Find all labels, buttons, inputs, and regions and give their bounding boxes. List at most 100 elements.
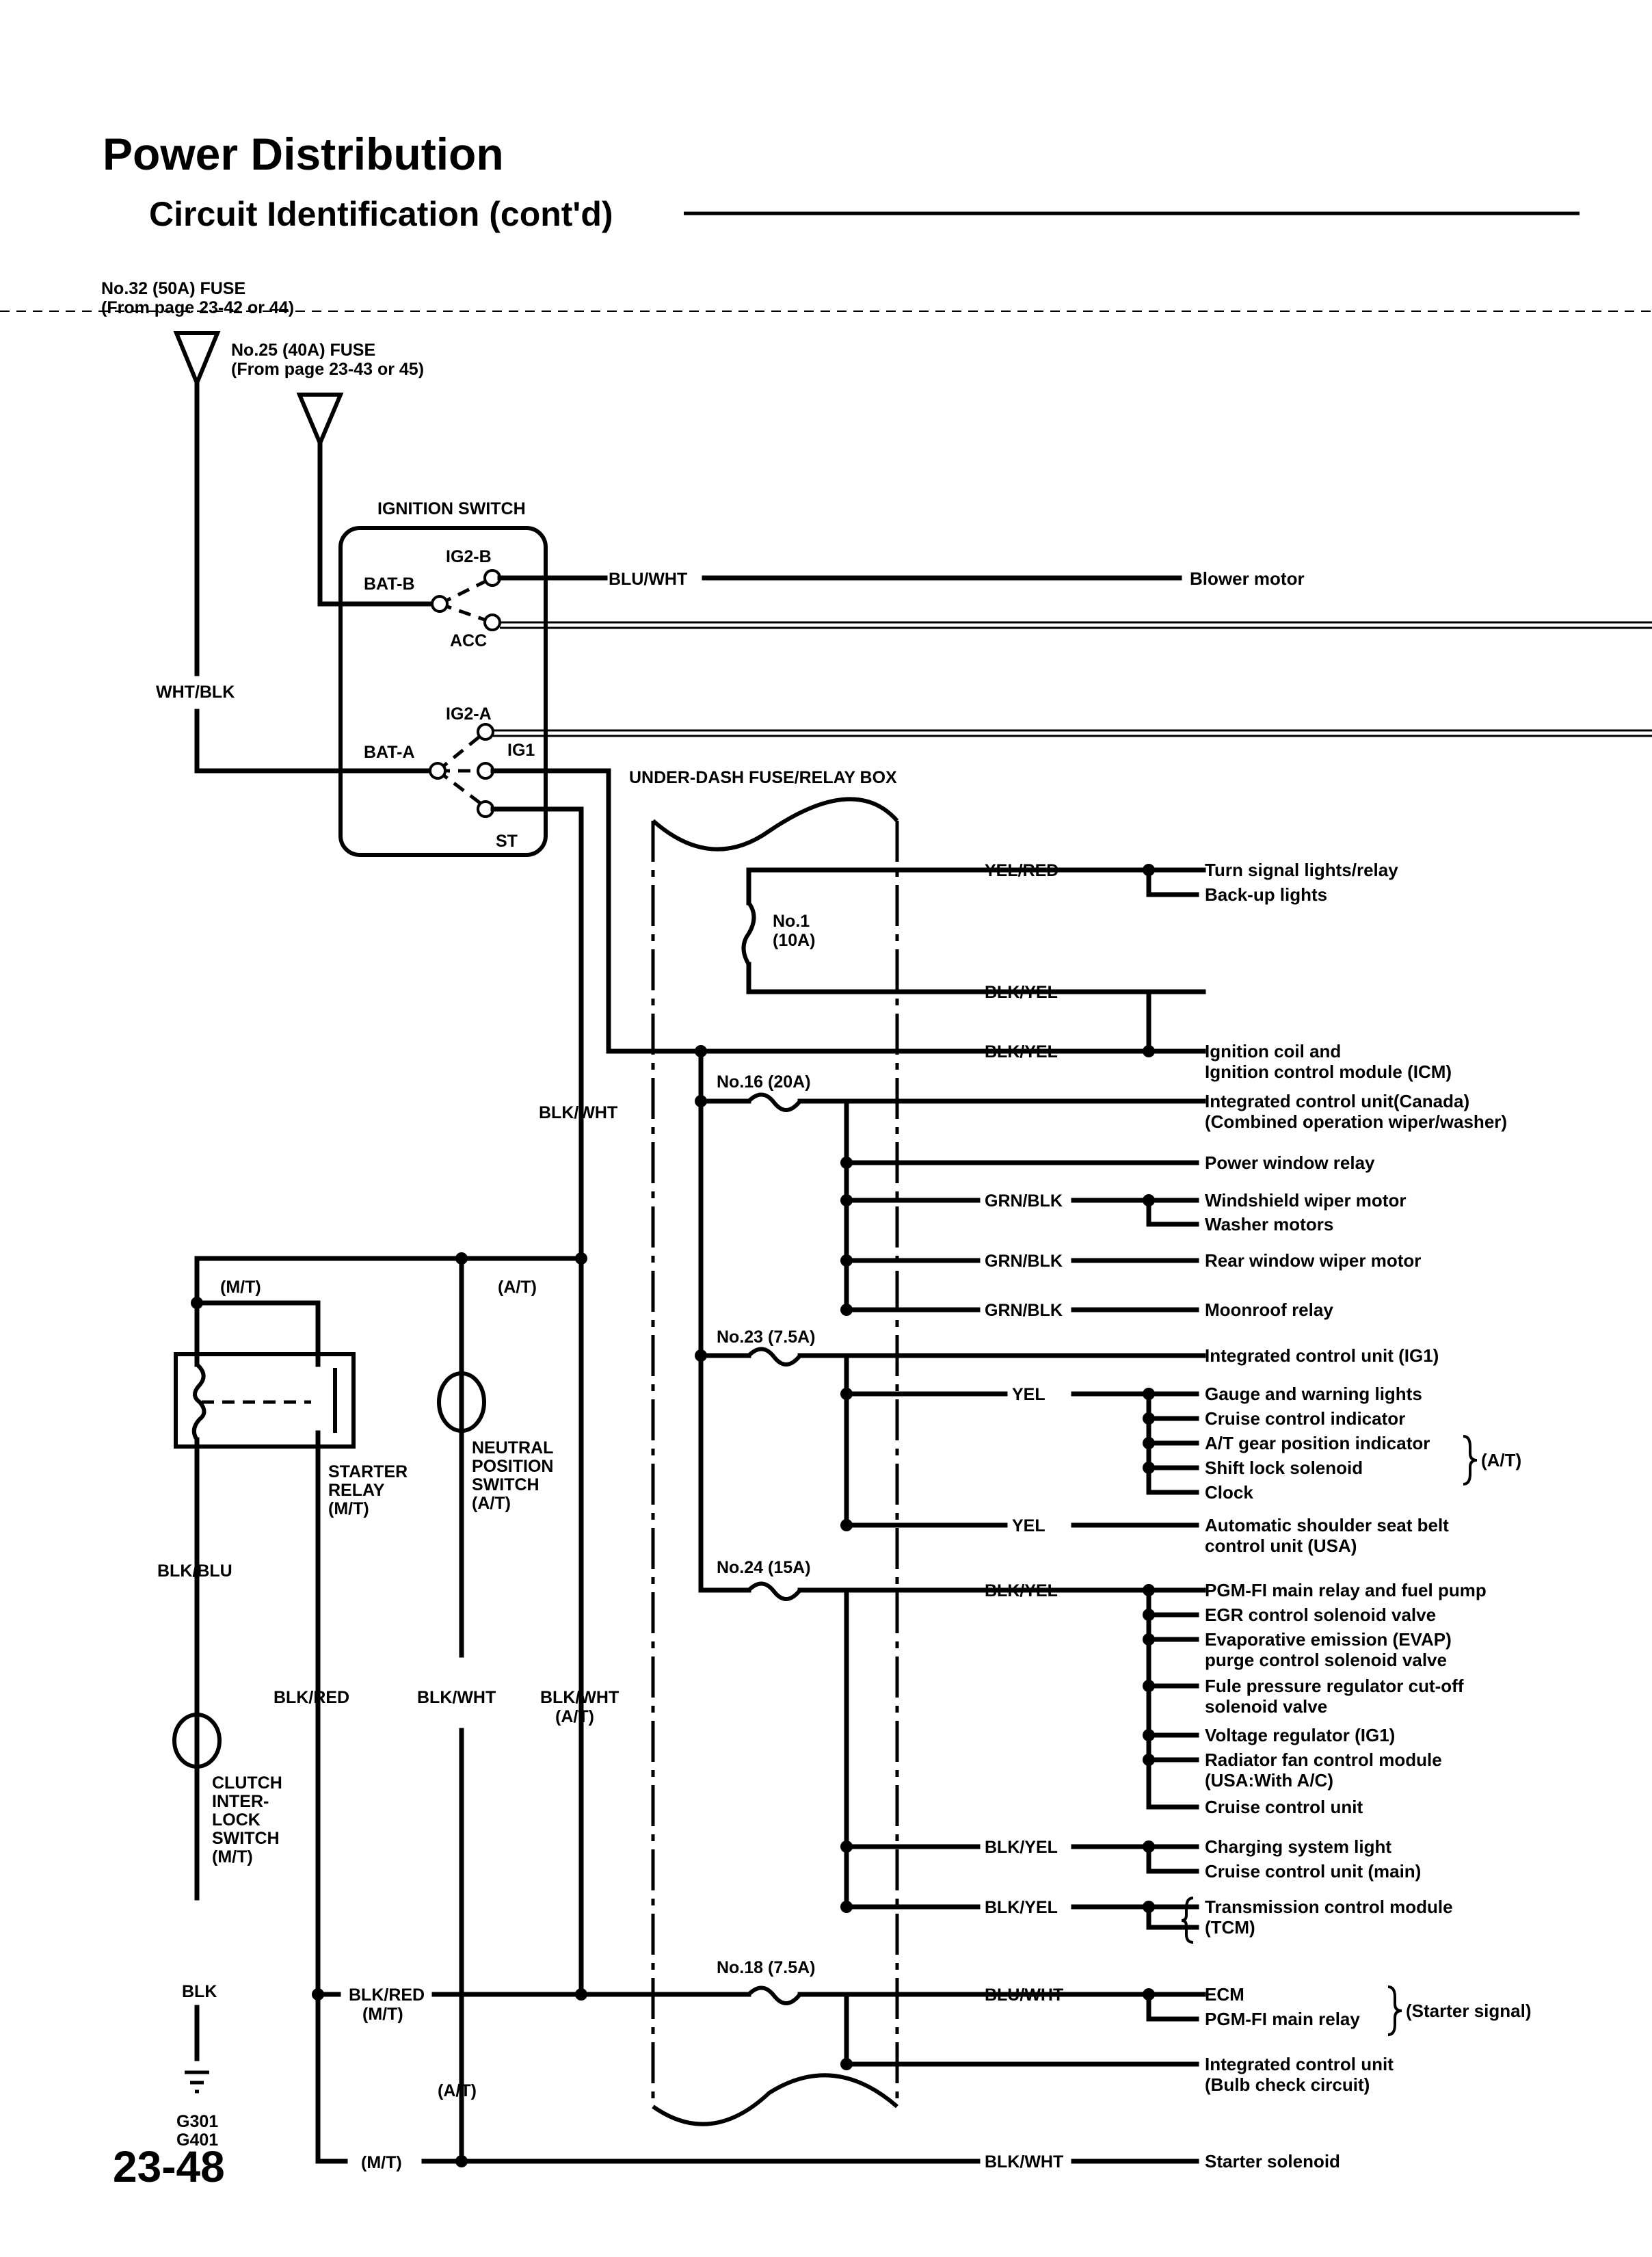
junction-dot xyxy=(840,1840,853,1853)
wire-label: BLK/YEL xyxy=(985,983,1058,1002)
junction-dot xyxy=(840,1304,853,1316)
wire-label: GRN/BLK xyxy=(985,1191,1063,1211)
clutch-switch-label-2: INTER- xyxy=(212,1792,269,1811)
destination-label: Shift lock solenoid xyxy=(1205,1457,1363,1478)
destination-label: Automatic shoulder seat belt xyxy=(1205,1515,1449,1535)
destination-label: Cruise control unit xyxy=(1205,1797,1363,1817)
fuse25-source-icon xyxy=(296,393,344,449)
junction-dot xyxy=(1143,1729,1155,1741)
clutch-switch-label-4: SWITCH xyxy=(212,1829,280,1848)
destination-label: Clock xyxy=(1205,1482,1253,1503)
destination-label: Washer motors xyxy=(1205,1214,1333,1235)
fuse-no16-label: No.16 (20A) xyxy=(717,1072,811,1092)
ground-label-g301: G301 xyxy=(176,2112,218,2131)
terminal-node-acc xyxy=(483,613,501,631)
fuse-no24-label: No.24 (15A) xyxy=(717,1558,811,1577)
junction-dot xyxy=(695,1045,707,1057)
wire-label-blk-wht-at-sub: (A/T) xyxy=(555,1707,594,1726)
wire-ig2-a xyxy=(493,729,1652,737)
destination-label: purge control solenoid valve xyxy=(1205,1650,1447,1670)
wire-label-blk-wht-at: BLK/WHT xyxy=(540,1688,619,1707)
destination-label: (TCM) xyxy=(1205,1917,1255,1938)
junction-dot xyxy=(695,1349,707,1362)
destination-label: control unit (USA) xyxy=(1205,1535,1357,1556)
neutral-switch-label-1: NEUTRAL xyxy=(472,1438,553,1457)
destination-label: Windshield wiper motor xyxy=(1205,1190,1406,1211)
junction-dot xyxy=(1143,1462,1155,1474)
wire-label: BLK/YEL xyxy=(985,1898,1058,1917)
junction-dot xyxy=(1143,1194,1155,1206)
wire-label-wht-blk: WHT/BLK xyxy=(156,683,235,702)
switch-blade-ig2a xyxy=(436,730,487,772)
destination-label: Radiator fan control module xyxy=(1205,1750,1442,1770)
fuse-box-bottom-break xyxy=(652,2073,898,2126)
wire-label-blk-red-mt-sub: (M/T) xyxy=(362,2005,403,2024)
fuse-no1-rating: (10A) xyxy=(773,931,816,950)
wire-label-blk-wht-st: BLK/WHT xyxy=(539,1103,617,1122)
fuse-no16-icon xyxy=(747,1092,802,1112)
junction-dot xyxy=(840,1194,853,1206)
terminal-node-bat-b xyxy=(431,595,449,613)
wire-label: YEL xyxy=(1012,1516,1045,1535)
label-at-top: (A/T) xyxy=(498,1278,537,1297)
junction-dot xyxy=(1143,1901,1155,1913)
page-number: 23-48 xyxy=(113,2142,225,2191)
clutch-switch-label-1: CLUTCH xyxy=(212,1773,282,1793)
destination-label: A/T gear position indicator xyxy=(1205,1433,1430,1453)
bracket-label: (Starter signal) xyxy=(1406,2001,1532,2021)
fuse32-source-icon xyxy=(173,331,221,388)
destination-label: Charging system light xyxy=(1205,1836,1391,1857)
wire-label-blk: BLK xyxy=(182,1982,217,2001)
junction-dot xyxy=(575,1988,587,2001)
fuse32-label: No.32 (50A) FUSE xyxy=(101,279,245,298)
fuse-box-top-break xyxy=(652,797,899,852)
wire-label: YEL xyxy=(1012,1385,1045,1404)
wire-label-blk-red: BLK/RED xyxy=(274,1688,349,1707)
fuse-box-title: UNDER-DASH FUSE/RELAY BOX xyxy=(629,768,897,787)
destination-label: Power window relay xyxy=(1205,1152,1375,1173)
terminal-bat-b: BAT-B xyxy=(364,575,415,594)
fuse32-ref: (From page 23-42 or 44) xyxy=(101,298,294,317)
wire-bat-b-feed xyxy=(317,440,432,607)
neutral-switch-label-2: POSITION xyxy=(472,1457,553,1476)
label-mt-top: (M/T) xyxy=(220,1278,261,1297)
ignition-switch-box xyxy=(338,526,548,857)
bracket-icon xyxy=(1463,1435,1478,1486)
junction-dot xyxy=(312,1988,324,2001)
wire-label-blk-blu: BLK/BLU xyxy=(157,1561,232,1581)
clutch-switch-label-5: (M/T) xyxy=(212,1847,253,1866)
wire-label: GRN/BLK xyxy=(985,1301,1063,1320)
wire-st xyxy=(490,806,584,1997)
junction-dot xyxy=(840,2058,853,2070)
junction-dot xyxy=(1143,1584,1155,1596)
wire-fuse1 xyxy=(746,867,1206,994)
destination-label: Integrated control unit(Canada) xyxy=(1205,1091,1469,1111)
fuse-no23-icon xyxy=(747,1347,802,1367)
fuse-no1-icon xyxy=(741,901,756,966)
terminal-ig2-b: IG2-B xyxy=(446,547,492,566)
relay-coil-icon xyxy=(191,1362,206,1441)
destination-label: Rear window wiper motor xyxy=(1205,1250,1421,1271)
destination-label: Ignition coil and xyxy=(1205,1041,1341,1061)
junction-dot xyxy=(695,1095,707,1107)
junction-dot xyxy=(840,1388,853,1400)
switch-blade-acc xyxy=(439,602,493,624)
wire-label-blk-red-mt: BLK/RED xyxy=(349,1985,425,2005)
fuse25-ref: (From page 23-43 or 45) xyxy=(231,360,424,379)
fuse-no18-icon xyxy=(747,1985,802,2005)
destination-label: EGR control solenoid valve xyxy=(1205,1605,1436,1625)
wire-label: YEL/RED xyxy=(985,861,1058,880)
wire-label: BLK/YEL xyxy=(985,1581,1058,1600)
destination-label: Back-up lights xyxy=(1205,884,1327,905)
clutch-switch-icon xyxy=(172,1713,222,1769)
neutral-switch-label-4: (A/T) xyxy=(472,1494,511,1513)
fuse-no24-icon xyxy=(747,1581,802,1601)
terminal-st: ST xyxy=(496,832,518,851)
junction-dot xyxy=(840,1901,853,1913)
clutch-switch-label-3: LOCK xyxy=(212,1810,261,1830)
destination-label: Turn signal lights/relay xyxy=(1205,860,1398,880)
destination-label: Fule pressure regulator cut-off xyxy=(1205,1676,1464,1696)
junction-dot xyxy=(1143,1633,1155,1646)
wire-label: BLU/WHT xyxy=(985,1985,1063,2005)
junction-dot xyxy=(1143,1840,1155,1853)
